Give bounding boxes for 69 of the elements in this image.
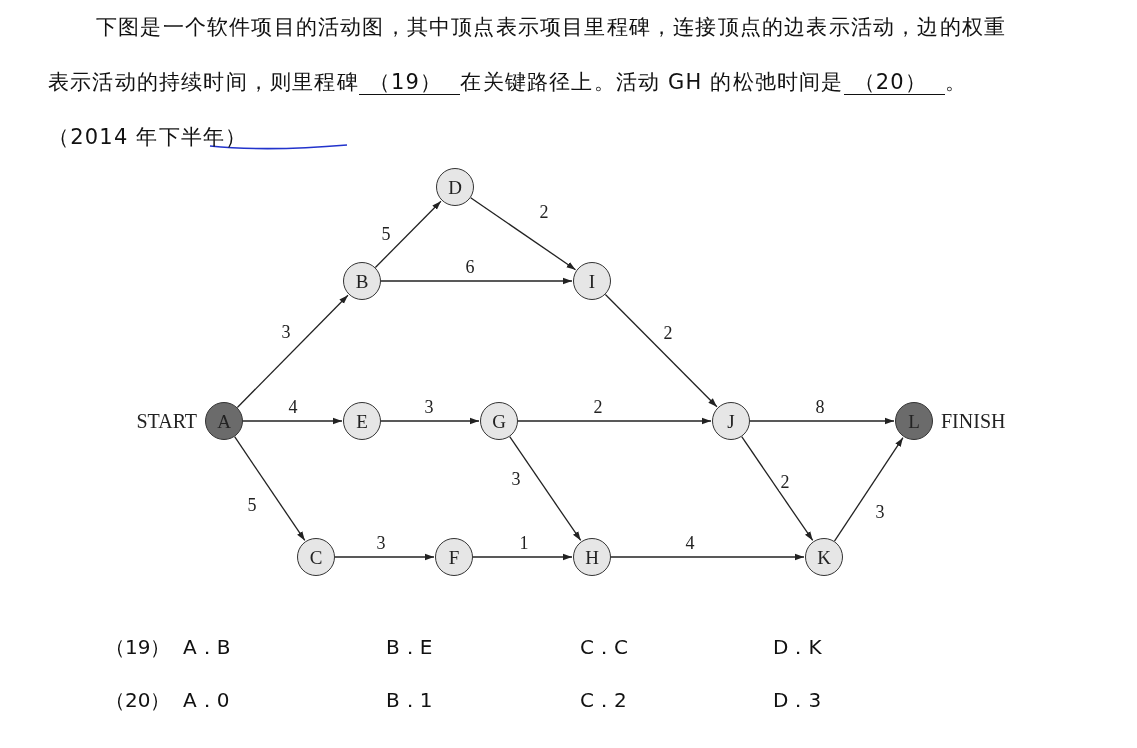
edge-label: 3 bbox=[423, 398, 435, 416]
edge-label: 2 bbox=[779, 473, 791, 491]
node-label: B bbox=[355, 271, 369, 291]
edge-label: 5 bbox=[246, 496, 258, 514]
edge-label: 3 bbox=[874, 503, 886, 521]
edge-label: 2 bbox=[592, 398, 604, 416]
edge-label: 2 bbox=[538, 203, 550, 221]
question-number: （19） bbox=[105, 633, 171, 661]
milestone-circle bbox=[573, 262, 611, 300]
arrow bbox=[749, 417, 895, 425]
arrow bbox=[741, 436, 814, 542]
edge-label: 6 bbox=[464, 258, 476, 276]
milestone-circle bbox=[435, 538, 473, 576]
node-label: I bbox=[588, 271, 596, 291]
arrow bbox=[374, 200, 442, 269]
arrow bbox=[236, 294, 349, 409]
edge-label: 4 bbox=[684, 534, 696, 552]
node-label: K bbox=[817, 547, 831, 567]
milestone-circle bbox=[895, 402, 933, 440]
node-label: H bbox=[585, 547, 599, 567]
node-label: F bbox=[448, 547, 460, 567]
answer-option: B．E bbox=[386, 633, 433, 661]
milestone-circle bbox=[205, 402, 243, 440]
node-label: G bbox=[492, 411, 506, 431]
answer-option: C．C bbox=[580, 633, 628, 661]
node-caption: FINISH bbox=[941, 409, 1006, 433]
edge-label: 3 bbox=[375, 534, 387, 552]
milestone-circle bbox=[480, 402, 518, 440]
arrow bbox=[234, 436, 306, 542]
milestone-circle bbox=[343, 402, 381, 440]
arrow bbox=[833, 437, 904, 542]
answer-option: D．3 bbox=[773, 686, 822, 714]
milestone-circle bbox=[573, 538, 611, 576]
answer-option: D．K bbox=[773, 633, 822, 661]
question-number: （20） bbox=[105, 686, 171, 714]
arrow bbox=[610, 553, 805, 561]
node-label: E bbox=[356, 411, 368, 431]
arrow bbox=[334, 553, 435, 561]
edge-label: 1 bbox=[518, 534, 530, 552]
node-label: A bbox=[217, 411, 231, 431]
node-label: C bbox=[309, 547, 323, 567]
arrow bbox=[604, 293, 718, 408]
arrow bbox=[509, 436, 582, 542]
edge-label: 2 bbox=[662, 324, 674, 342]
answer-option: A．0 bbox=[183, 686, 230, 714]
edge-label: 3 bbox=[280, 323, 292, 341]
edge-label: 3 bbox=[510, 470, 522, 488]
edge-label: 5 bbox=[380, 225, 392, 243]
milestone-circle bbox=[297, 538, 335, 576]
milestone-circle bbox=[712, 402, 750, 440]
arrow bbox=[380, 417, 480, 425]
arrow bbox=[242, 417, 343, 425]
milestone-circle bbox=[436, 168, 474, 206]
answer-option: B．1 bbox=[386, 686, 433, 714]
edge-label: 8 bbox=[814, 398, 826, 416]
question-text: 下图是一个软件项目的活动图，其中顶点表示项目里程碑，连接顶点的边表示活动，边的权重表示活动的持续时间，则里程碑 （19） 在关键路径上。活动 GH 的松弛时间是 （20） 。（2014 年下半年） bbox=[48, 14, 1008, 151]
node-label: J bbox=[727, 411, 735, 431]
edge-label: 4 bbox=[287, 398, 299, 416]
arrow bbox=[380, 277, 573, 285]
node-label: L bbox=[908, 411, 920, 431]
arrow bbox=[470, 197, 577, 271]
arrow bbox=[472, 553, 573, 561]
milestone-circle bbox=[343, 262, 381, 300]
node-caption: START bbox=[136, 409, 197, 433]
answer-option: C．2 bbox=[580, 686, 627, 714]
node-label: D bbox=[448, 177, 462, 197]
arrow bbox=[517, 417, 712, 425]
milestone-circle bbox=[805, 538, 843, 576]
answer-option: A．B bbox=[183, 633, 231, 661]
